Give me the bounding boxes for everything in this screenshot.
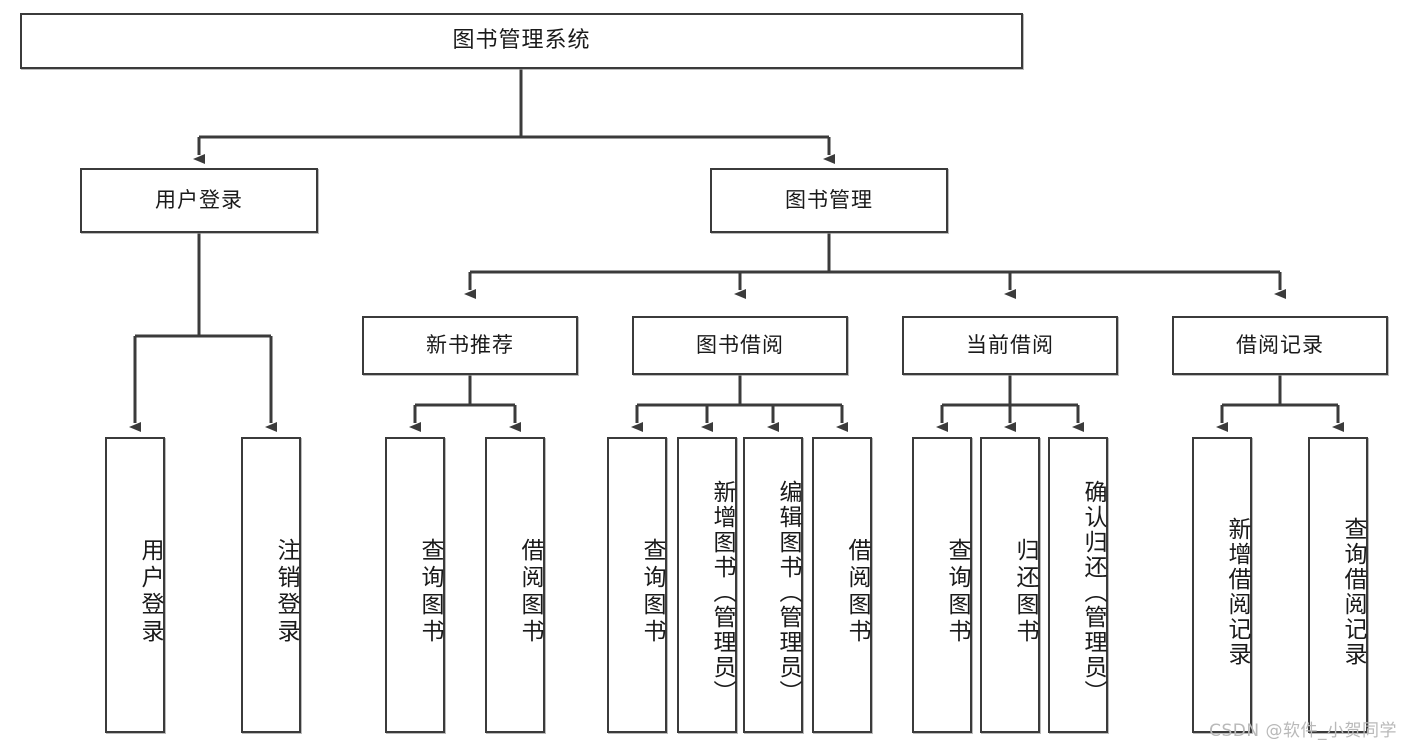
csdn-watermark: CSDN @软件_小贺同学 <box>1209 721 1397 741</box>
leaf-borrow-book[interactable]: 借阅图书 <box>812 437 872 733</box>
leaf-logout[interactable]: 注销登录 <box>241 437 301 733</box>
node-book-borrow[interactable]: 图书借阅 <box>632 316 848 375</box>
node-book-management[interactable]: 图书管理 <box>710 168 948 233</box>
leaf-borrow-book-recommend[interactable]: 借阅图书 <box>485 437 545 733</box>
node-book-management-system[interactable]: 图书管理系统 <box>20 13 1023 69</box>
leaf-query-book-recommend[interactable]: 查询图书 <box>385 437 445 733</box>
node-borrow-record[interactable]: 借阅记录 <box>1172 316 1388 375</box>
leaf-user-login[interactable]: 用户登录 <box>105 437 165 733</box>
leaf-return-book[interactable]: 归还图书 <box>980 437 1040 733</box>
leaf-add-borrow-record[interactable]: 新增借阅记录 <box>1192 437 1252 733</box>
leaf-query-book-borrow[interactable]: 查询图书 <box>607 437 667 733</box>
node-current-borrow[interactable]: 当前借阅 <box>902 316 1118 375</box>
leaf-add-book-admin[interactable]: 新增图书（管理员） <box>677 437 737 733</box>
leaf-edit-book-admin[interactable]: 编辑图书（管理员） <box>743 437 803 733</box>
node-new-book-recommend[interactable]: 新书推荐 <box>362 316 578 375</box>
leaf-confirm-return-admin[interactable]: 确认归还（管理员） <box>1048 437 1108 733</box>
leaf-query-borrow-record[interactable]: 查询借阅记录 <box>1308 437 1368 733</box>
leaf-query-book-current[interactable]: 查询图书 <box>912 437 972 733</box>
node-user-login[interactable]: 用户登录 <box>80 168 318 233</box>
